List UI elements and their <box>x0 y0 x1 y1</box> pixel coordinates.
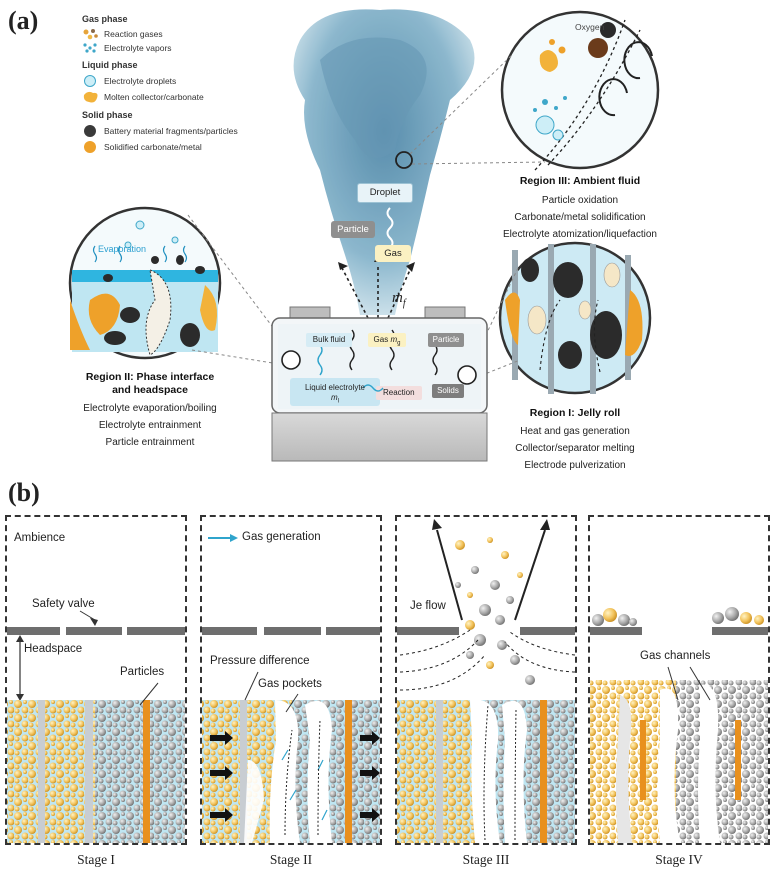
stage-4-label: Stage IV <box>655 852 703 867</box>
stage-4-box <box>588 515 770 845</box>
electrolyte-droplet-icon <box>84 75 96 87</box>
stage-1-graphic <box>7 610 185 843</box>
gas-generation-label: Gas generation <box>242 531 321 543</box>
evaporation-label: Evaporation <box>98 244 147 254</box>
ambience-label: Ambience <box>14 532 66 544</box>
stage-1-label: Stage I <box>77 852 115 867</box>
legend-molten-collector: Molten collector/carbonate <box>104 92 204 102</box>
region-1-item: Electrode pulverization <box>524 460 626 471</box>
region-2-item: Electrolyte entrainment <box>98 420 202 431</box>
plume-particle-box: Particle <box>331 221 375 238</box>
stage-2-box <box>200 515 382 845</box>
legend-item-electrolyte-vapors: Electrolyte vapors <box>82 42 282 54</box>
cell-reaction: Reaction <box>383 388 415 397</box>
gas-pockets-label: Gas pockets <box>258 678 322 690</box>
gas-channels-label: Gas channels <box>640 650 711 662</box>
stage-4-graphic <box>590 607 768 843</box>
stage-2-graphic <box>202 534 380 843</box>
headspace-label: Headspace <box>24 643 83 655</box>
cell-bulk-fluid: Bulk fluid <box>306 333 352 347</box>
je-flow-label: Je flow <box>410 600 446 612</box>
legend-item-solidified: Solidified carbonate/metal <box>82 140 282 154</box>
panel-a-letter: (a) <box>8 6 39 35</box>
region-3-item: Carbonate/metal solidification <box>514 212 646 223</box>
gas-plume <box>293 9 475 315</box>
region-1-list: Heat and gas generation Collector/separa… <box>480 423 670 474</box>
stage-1-box <box>5 515 187 845</box>
stage-3-graphic <box>397 519 576 843</box>
safety-valve-label: Safety valve <box>32 598 95 610</box>
molten-collector-icon <box>83 91 98 103</box>
region-2-circle <box>68 206 222 360</box>
mass-flow-label: ṁf <box>392 290 406 309</box>
region-1-title: Region I: Jelly roll <box>529 407 621 419</box>
cell-solids: Solids <box>432 384 464 398</box>
cell-particle: Particle <box>428 333 464 347</box>
gas-to-droplet-wave <box>386 207 394 249</box>
region-2-list: Electrolyte evaporation/boiling Electrol… <box>55 400 245 451</box>
legend-item-molten-collector: Molten collector/carbonate <box>82 90 282 104</box>
region-2-item: Particle entrainment <box>105 437 195 448</box>
legend-fragments: Battery material fragments/particles <box>104 126 238 136</box>
solidified-icon <box>84 141 96 153</box>
legend-electrolyte-vapors: Electrolyte vapors <box>104 43 172 53</box>
stage-2-label: Stage II <box>269 852 313 867</box>
legend-solidified: Solidified carbonate/metal <box>104 142 202 152</box>
legend-reaction-gases: Reaction gases <box>104 29 163 39</box>
legend-item-reaction-gases: Reaction gases <box>82 28 282 40</box>
panel-b-letter: (b) <box>8 478 40 507</box>
region-3-item: Particle oxidation <box>541 195 619 206</box>
region-1-circle <box>498 241 652 395</box>
legend: Gas phase Reaction gases Electrolyte vap… <box>82 14 282 154</box>
reaction-gases-icon <box>83 29 98 40</box>
oxygen-label: Oxygen <box>575 22 605 32</box>
plume-gas-box: Gas <box>375 245 411 262</box>
pressure-difference-label: Pressure difference <box>210 655 310 667</box>
legend-solid-heading: Solid phase <box>82 110 133 120</box>
region-2-item: Electrolyte evaporation/boiling <box>83 403 217 414</box>
cell-gas: Gas mg <box>368 333 406 347</box>
region-3-title: Region III: Ambient fluid <box>519 175 641 187</box>
legend-item-fragments: Battery material fragments/particles <box>82 124 282 138</box>
plume-arrows <box>341 265 411 319</box>
stage-3-ejected-particles <box>455 537 535 685</box>
plume-droplet-box: Droplet <box>357 183 413 203</box>
electrolyte-vapors-icon <box>83 43 97 53</box>
region-3-list: Particle oxidation Carbonate/metal solid… <box>485 192 675 243</box>
particles-label: Particles <box>120 666 165 678</box>
region-1-item: Collector/separator melting <box>515 443 635 454</box>
legend-electrolyte-droplets: Electrolyte droplets <box>104 76 177 86</box>
legend-liquid-heading: Liquid phase <box>82 60 138 70</box>
region-3-item: Electrolyte atomization/liquefaction <box>503 229 657 240</box>
region-3-circle <box>500 10 660 171</box>
stage-3-label: Stage III <box>462 852 510 867</box>
legend-gas-heading: Gas phase <box>82 14 128 24</box>
stage-3-box <box>395 515 577 845</box>
region-1-item: Heat and gas generation <box>520 426 630 437</box>
legend-item-electrolyte-droplets: Electrolyte droplets <box>82 74 282 88</box>
fragment-icon <box>84 125 96 137</box>
